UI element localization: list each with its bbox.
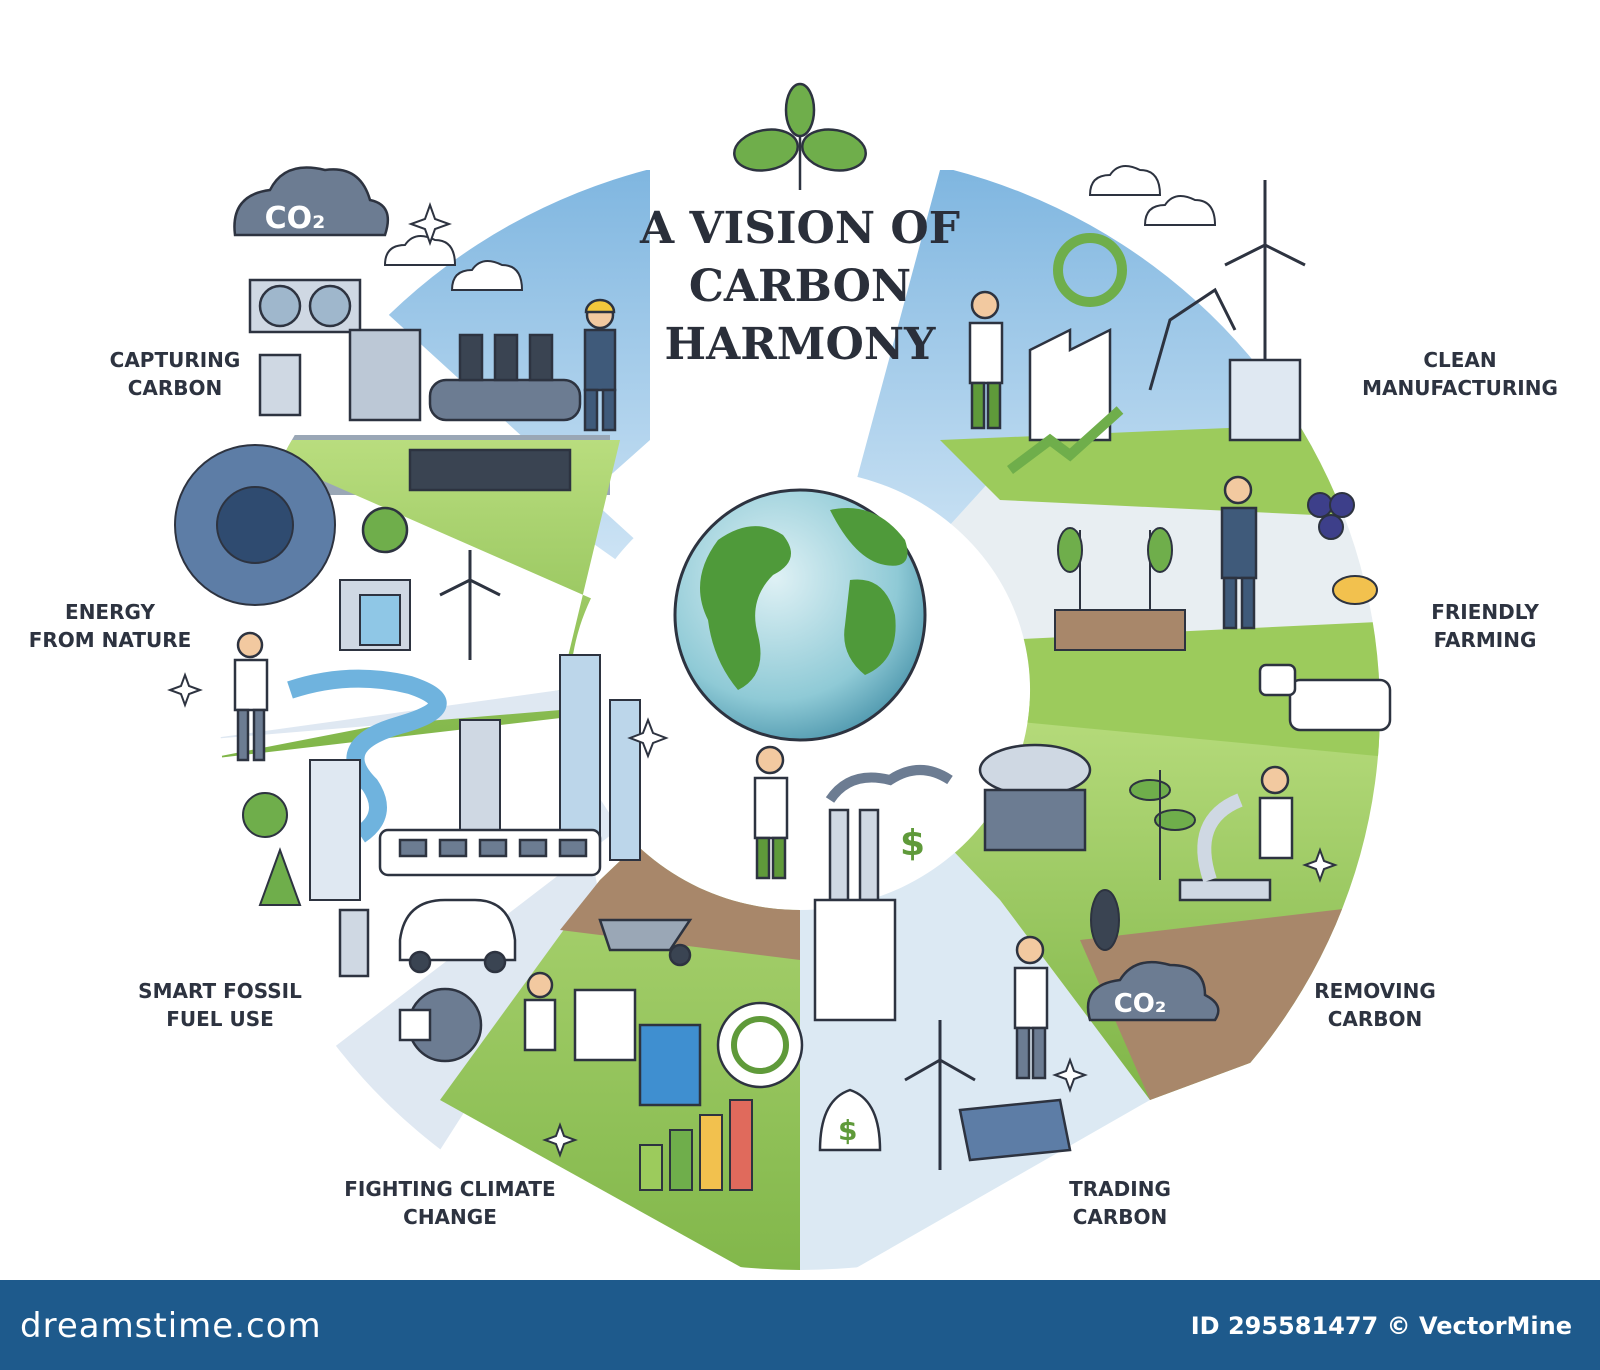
label-removing-carbon: REMOVING CARBON (1314, 979, 1436, 1031)
bee-icon (1332, 575, 1378, 605)
globe-icon (673, 488, 927, 742)
city-buildings-icon (309, 654, 641, 901)
label-fighting-climate-change: FIGHTING CLIMATE CHANGE (344, 1177, 556, 1229)
co2-cloud-bottom-icon: CO₂ (1086, 960, 1220, 1022)
engineer-icon (968, 290, 1004, 430)
co2-top-label: CO₂ (265, 201, 326, 236)
scientist-icon (1258, 765, 1294, 860)
charging-station-icon (338, 908, 370, 978)
solar-sunflower-icon (174, 444, 336, 606)
leaf-icon (733, 82, 867, 190)
money-bag-icon: $ (818, 1088, 882, 1152)
image-credit: ID 295581477 © VectorMine (1190, 1312, 1572, 1340)
label-smart-fossil-fuel-use: SMART FOSSIL FUEL USE (138, 979, 302, 1031)
river-icon (287, 669, 447, 843)
co2-bottom-label: CO₂ (1114, 989, 1167, 1019)
wind-turbine-right-icon (1224, 180, 1306, 360)
footer-bar: dreamstime.com ID 295581477 © VectorMine (0, 1280, 1600, 1370)
sun-icon (361, 506, 409, 554)
carbon-harmony-diagram: CO₂ (167, 82, 1392, 1270)
label-trading-carbon: TRADING CARBON (1069, 1177, 1171, 1229)
tree-icon (242, 792, 302, 906)
solar-panel-icon (958, 1098, 1072, 1162)
carbon-capture-plant-icon (258, 328, 582, 492)
gardener-icon (753, 745, 789, 880)
sparkle-icon (167, 202, 1338, 1158)
electric-car-icon (398, 898, 517, 974)
plant-icon (1129, 770, 1196, 880)
co2-cloud-icon: CO₂ (233, 166, 390, 237)
dollar-sign-icon: $ (900, 823, 925, 864)
dollar-label-top: $ (900, 823, 925, 864)
wheelbarrow-icon (598, 918, 693, 967)
dreamstime-logo[interactable]: dreamstime.com (20, 1306, 322, 1346)
label-energy-from-nature: ENERGY FROM NATURE (28, 600, 192, 652)
presenter-icon (523, 971, 637, 1062)
grapes-icon (1307, 492, 1355, 540)
footprint-icon (1090, 889, 1120, 951)
label-friendly-farming: FRIENDLY FARMING (1431, 600, 1539, 652)
thumbs-up-chart-icon (398, 987, 483, 1063)
label-clean-manufacturing: CLEAN MANUFACTURING (1362, 348, 1558, 400)
air-filter-icon (978, 743, 1092, 852)
fan-unit-icon (248, 278, 362, 334)
dollar-label-bag: $ (838, 1114, 857, 1147)
worker-icon (583, 298, 617, 432)
diagram-title: A VISION OF CARBON HARMONY (640, 203, 960, 370)
growth-arrows-icon (639, 1099, 753, 1191)
recycle-bin-icon (638, 1023, 702, 1107)
crops-icon (1054, 527, 1186, 651)
train-icon (378, 828, 602, 877)
factory-clean-icon (1028, 327, 1302, 442)
wind-turbine-left-icon (439, 550, 501, 660)
microscope-icon (1178, 793, 1272, 902)
farmer-icon (1220, 475, 1258, 630)
robot-arm-icon (1148, 287, 1237, 391)
cloud-icon (383, 165, 1217, 291)
factory-icon (813, 765, 953, 1022)
growth-arrow-icon (1007, 406, 1124, 474)
recycle-symbol-icon (1053, 233, 1127, 307)
cow-icon (1258, 663, 1392, 732)
investor-icon (1013, 935, 1049, 1080)
wind-turbine-bottom-icon (904, 1020, 976, 1170)
recycle-badge-icon (716, 1001, 804, 1089)
person-icon (233, 631, 269, 762)
dam-icon (339, 579, 411, 651)
label-capturing-carbon: CAPTURING CARBON (109, 348, 241, 400)
